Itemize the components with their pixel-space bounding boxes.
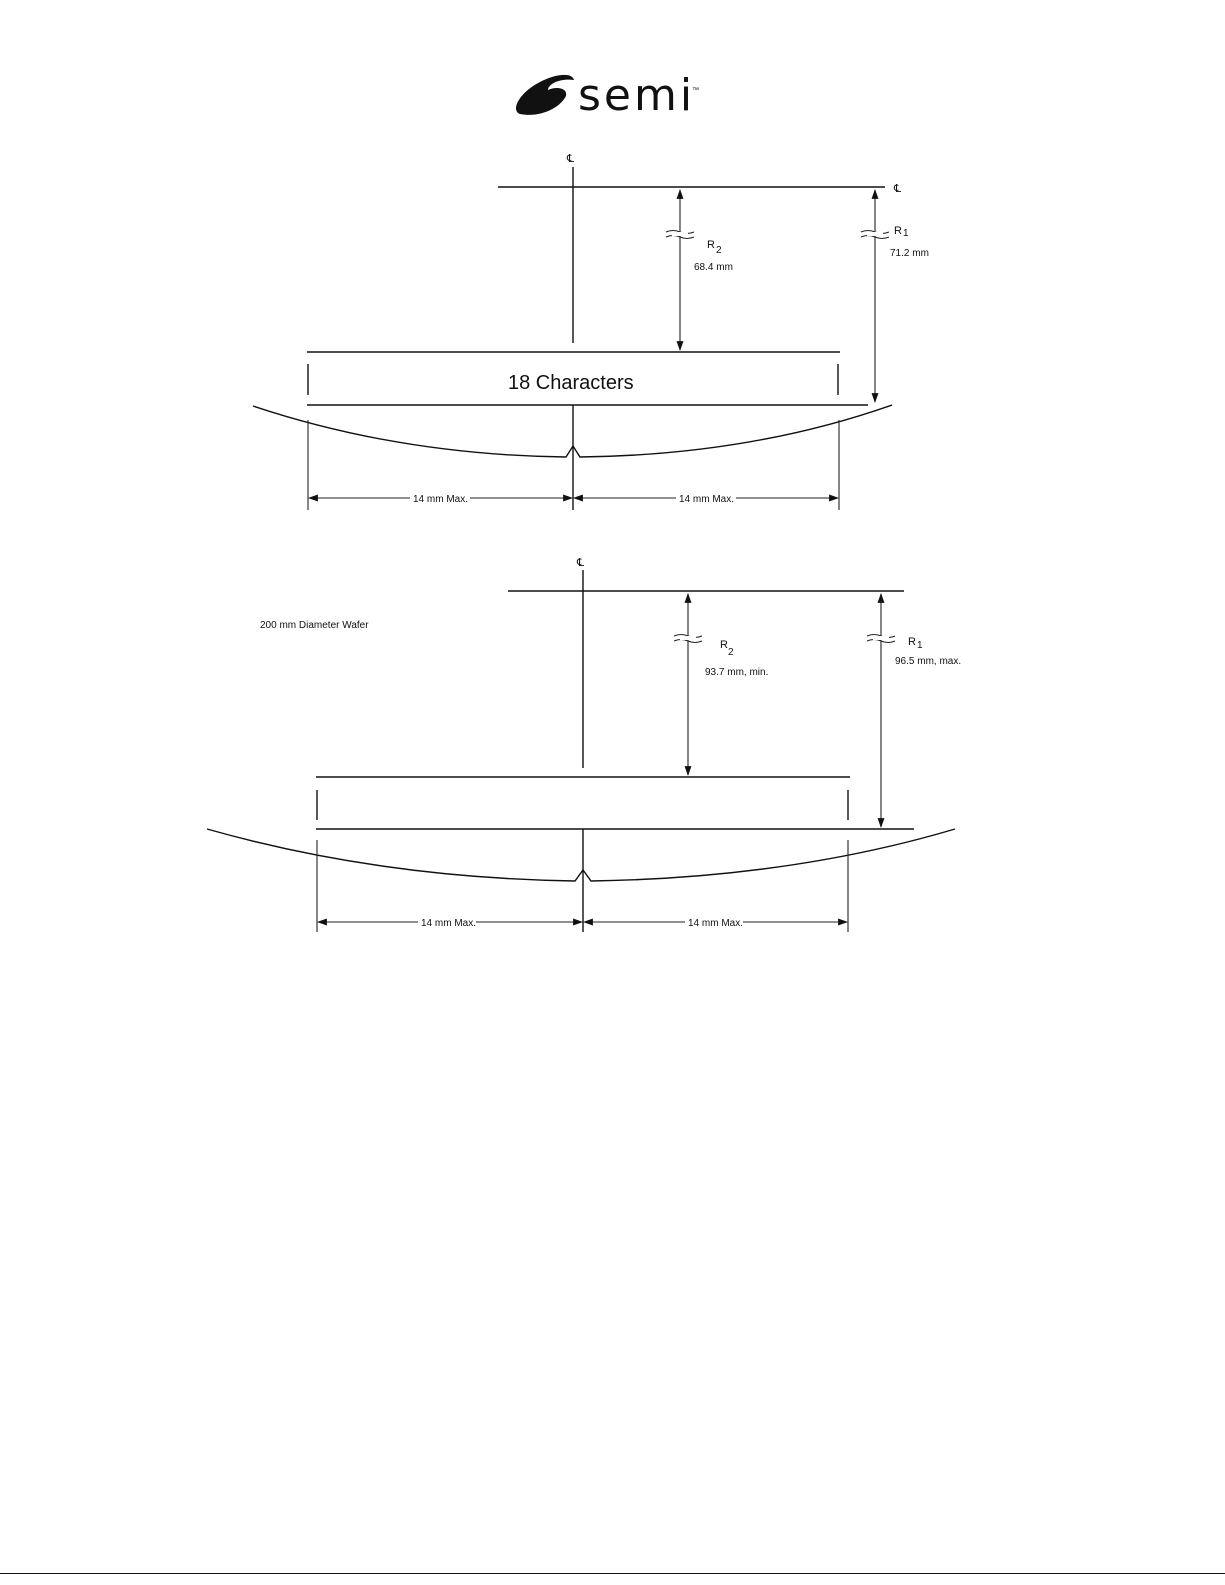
- fig2-r1-label: R: [908, 636, 916, 648]
- fig2-right-width-label: 14 mm Max.: [688, 918, 743, 929]
- fig2-r1-value: 96.5 mm, max.: [895, 656, 961, 667]
- semi-logo-wordmark: semi: [578, 70, 695, 121]
- fig1-r1-label: R: [894, 225, 902, 237]
- fig2-r2-subscript: 2: [728, 647, 734, 658]
- fig2-left-width-label: 14 mm Max.: [421, 918, 476, 929]
- fig1-field-label: 18 Characters: [508, 372, 634, 394]
- fig1-centerline-symbol-right: ℄: [893, 183, 901, 195]
- fig2-caption: 200 mm Diameter Wafer: [260, 620, 369, 631]
- fig1-r2-value: 68.4 mm: [694, 262, 733, 273]
- fig1-r1-value: 71.2 mm: [890, 248, 929, 259]
- fig1-r2-label: R: [707, 239, 715, 251]
- fig2-r1-subscript: 1: [917, 640, 923, 651]
- fig1-centerline-symbol: ℄: [566, 153, 574, 165]
- fig1-right-width-label: 14 mm Max.: [679, 494, 734, 505]
- fig1-left-width-label: 14 mm Max.: [413, 494, 468, 505]
- semi-logo: semi ™: [516, 70, 699, 121]
- fig1-r1-subscript: 1: [903, 228, 909, 239]
- semi-logo-mark: [516, 75, 574, 115]
- figure-2: 200 mm Diameter Wafer ℄ R 2 93.7 mm, min…: [207, 557, 961, 932]
- trademark-symbol: ™: [692, 87, 699, 94]
- fig2-r2-value: 93.7 mm, min.: [705, 667, 768, 678]
- fig2-centerline-symbol: ℄: [576, 557, 584, 569]
- page-bottom-rule: [0, 1573, 1225, 1574]
- fig1-r2-subscript: 2: [716, 245, 722, 256]
- fig2-r2-label: R: [720, 639, 728, 651]
- fig2-wafer-edge-arc: [207, 829, 955, 881]
- figure-1: ℄ ℄ R 2 68.4 mm R 1 71.2 mm 18 Character…: [253, 153, 929, 510]
